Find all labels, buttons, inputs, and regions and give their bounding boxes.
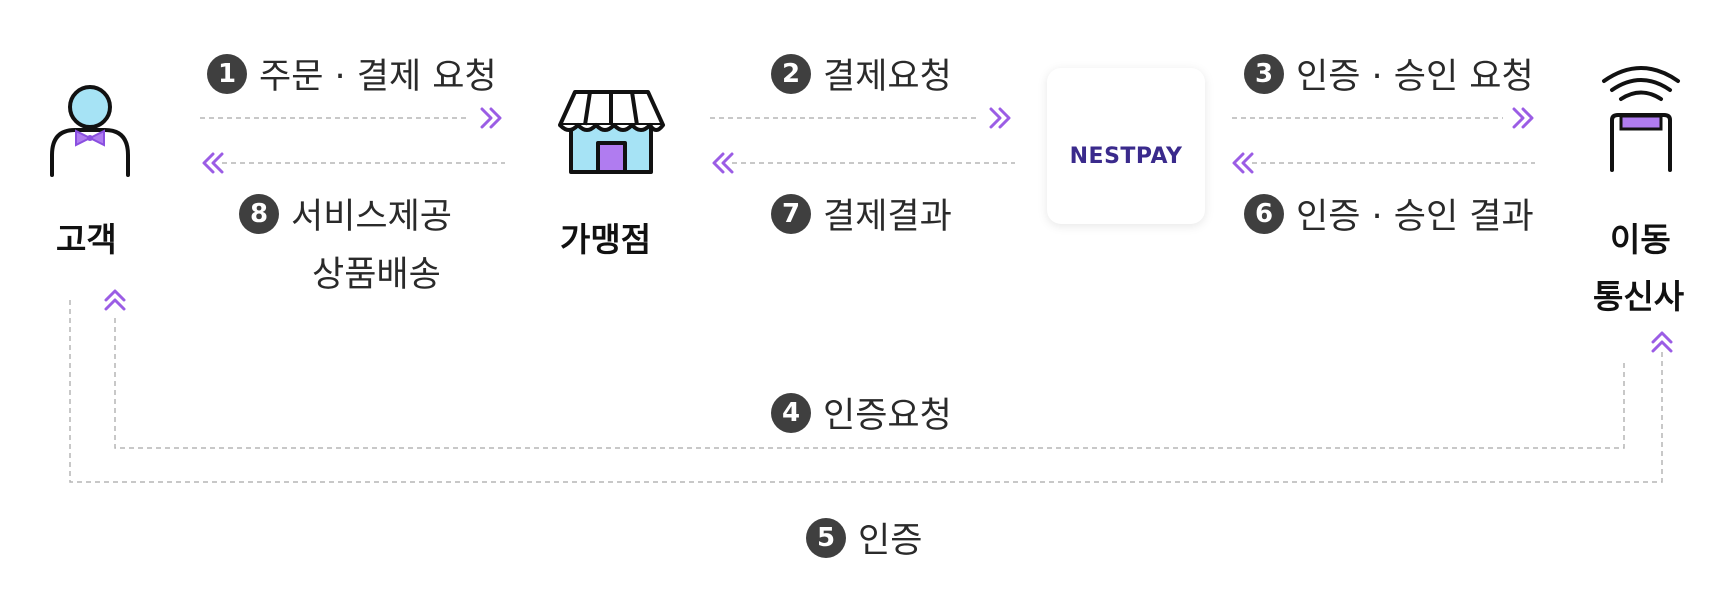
step-7-text: 결제결과 [823,197,952,237]
step-4-label: 4 인증요청 [771,387,952,438]
chevron-right-icon [480,107,502,129]
nestpay-card: NESTPAY [1047,68,1205,224]
flow-lines [69,117,1663,483]
step-1-label: 1 주문 · 결제 요청 [207,48,497,99]
step-1-badge: 1 [207,53,247,94]
nestpay-logo-text: NESTPAY [1069,144,1183,169]
step-7-label: 7 결제결과 [771,188,952,239]
step-1-text: 주문 · 결제 요청 [259,57,497,97]
node-merchant: 가맹점 [560,220,652,259]
node-carrier-line2: 통신사 [1593,277,1685,316]
chevron-right-icon [1512,107,1534,129]
node-customer: 고객 [56,220,117,259]
chevron-up-icon [1651,331,1673,353]
chevron-right-icon [989,107,1011,129]
customer-icon [50,85,130,177]
step-4-text: 인증요청 [823,396,952,436]
step-8-label: 8 서비스제공 [239,188,452,239]
chevron-left-icon [202,152,224,174]
store-icon [558,90,665,174]
path-auth-5 [69,300,1663,483]
step-3-badge: 3 [1244,53,1284,94]
chevron-left-icon [1232,152,1254,174]
step-2-text: 결제요청 [823,57,952,97]
step-8-badge: 8 [239,193,279,234]
chevron-up-icon [104,289,126,311]
path-auth-request-4 [114,318,1625,449]
step-4-badge: 4 [771,392,811,433]
step-2-label: 2 결제요청 [771,48,952,99]
step-6-text: 인증 · 승인 결과 [1296,197,1534,237]
step-6-label: 6 인증 · 승인 결과 [1244,188,1534,239]
step-6-badge: 6 [1244,193,1284,234]
node-carrier-line1: 이동 [1610,220,1671,259]
step-5-badge: 5 [806,517,846,558]
step-8-text: 서비스제공 [291,197,453,237]
carrier-icon [1602,66,1680,172]
step-8-text2: 상품배송 [312,255,441,295]
step-3-label: 3 인증 · 승인 요청 [1244,48,1534,99]
step-3-text: 인증 · 승인 요청 [1296,57,1534,97]
step-5-label: 5 인증 [806,512,922,563]
step-5-text: 인증 [858,521,923,561]
step-7-badge: 7 [771,193,811,234]
chevron-left-icon [712,152,734,174]
step-2-badge: 2 [771,53,811,94]
